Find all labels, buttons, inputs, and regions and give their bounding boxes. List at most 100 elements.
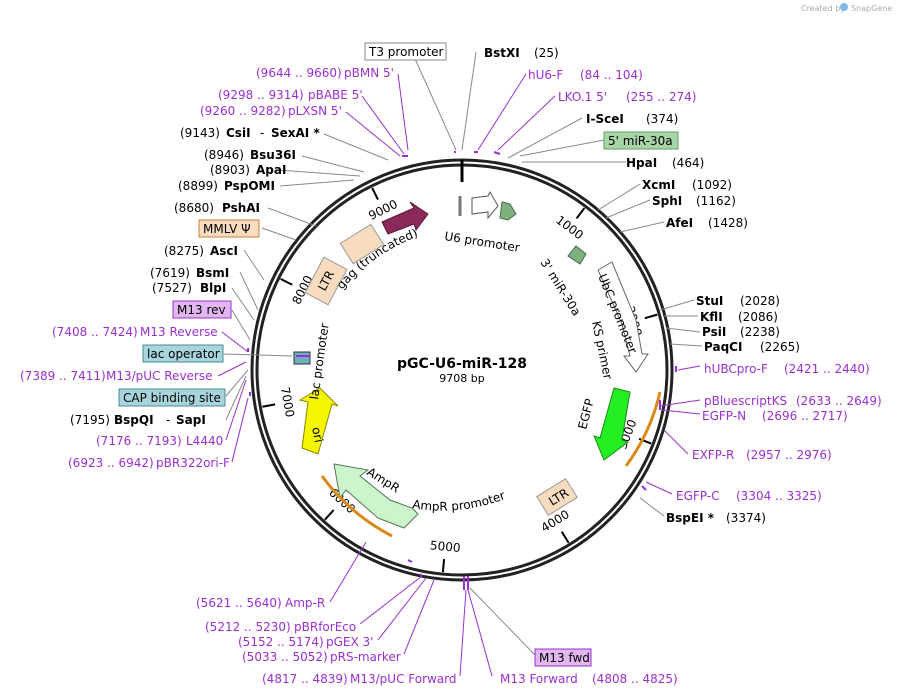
bsu36i-label[interactable]: Bsu36I [250,148,296,162]
pbabe5-pos: (9298 .. 9314) [218,88,304,102]
m13pucreverse-pos: (7389 .. 7411) [20,369,106,383]
ruler-tick-5000 [441,559,446,573]
ampr-orange-primer [320,475,393,538]
stui-label[interactable]: StuI [696,294,723,308]
egfpc-label[interactable]: EGFP-C [676,489,719,503]
gag-ltr-box [339,223,385,265]
sapi-label[interactable]: SapI [176,413,206,427]
pbr322orif-label[interactable]: pBR322ori-F [156,456,230,470]
hpai-label[interactable]: HpaI [626,156,657,170]
hu6f-label[interactable]: hU6-F [528,68,563,82]
psp0mi-pos: (8899) [178,179,218,193]
plxsn5-label[interactable]: pLXSN 5' [288,104,342,118]
hubcprof-label[interactable]: hUBCpro-F [704,362,768,376]
cap-site-label: CAP binding site [123,391,221,405]
ks-primer-label: KS primer [589,320,615,381]
ubc-promoter-arrow[interactable] [597,261,649,373]
lko15-pos: (255 .. 274) [626,90,696,104]
ltr-left-feature[interactable] [304,256,348,306]
m13rev-box[interactable] [172,300,232,319]
blpi-label[interactable]: BlpI [200,281,226,295]
pgex3-pos: (5152 .. 5174) [238,635,324,649]
sphi-label[interactable]: SphI [652,194,682,208]
cap-site-box[interactable] [118,388,226,407]
ruler-tick-4000 [560,531,570,544]
pbluescriptks-label[interactable]: pBluescriptKS [704,394,787,408]
csii-label[interactable]: CsiI [226,126,251,140]
ruler-tick-6000 [324,509,335,521]
mir30a-5-feature[interactable] [499,201,517,221]
lac-operator-block [293,351,311,365]
sphi-pos: (1162) [696,194,736,208]
paqci-label[interactable]: PaqCI [704,340,742,354]
pbluescriptks-pos: (2633 .. 2649) [796,394,882,408]
egfpn-pos: (2696 .. 2717) [762,409,848,423]
ampr-feature[interactable] [333,463,419,529]
psii-label[interactable]: PsiI [702,325,726,339]
ltr-right-feature[interactable] [536,477,578,517]
u6-promoter-arrow[interactable] [471,190,499,220]
m13pucreverse-label[interactable]: M13/pUC Reverse [106,369,213,383]
mir30a-3-feature[interactable] [567,245,587,265]
asci-label[interactable]: AscI [210,244,238,258]
ampr-primer-label[interactable]: Amp-R [285,596,325,610]
psp0mi-label[interactable]: PspOMI [224,179,275,193]
m13pucforward-pos: (4817 .. 4839) [262,672,348,686]
ruler-tick-7000 [262,403,276,408]
lko15-label[interactable]: LKO.1 5' [558,90,607,104]
snapgene-credit: Created by SnapGene [801,3,892,13]
m13forward-label[interactable]: M13 Forward [500,672,578,686]
leader-lines [217,51,703,677]
m13fwd-box[interactable] [534,648,592,667]
apai-label[interactable]: ApaI [256,163,286,177]
stui-pos: (2028) [740,294,780,308]
sexai-label[interactable]: SexAI * [271,126,320,140]
bspqi-label[interactable]: BspQI [114,413,154,427]
m13rev-label: M13 rev [177,303,226,317]
bspei-label[interactable]: BspEI * [666,511,715,525]
bstxi-label[interactable]: BstXI [484,46,520,60]
gag-feature[interactable] [381,201,429,235]
pbrforeco-label[interactable]: pBRforEco [294,620,356,634]
bspqi-pos: (7195) [70,413,110,427]
mir30a5-box[interactable] [603,131,679,150]
lac-operator-box[interactable] [142,344,224,363]
bspei-pos: (3374) [726,511,766,525]
credit-prefix: Created by [801,4,845,13]
hubcprof-pos: (2421 .. 2440) [784,362,870,376]
csii-dash: - [260,126,264,140]
kfli-label[interactable]: KflI [700,310,723,324]
t3-promoter-box[interactable] [364,42,447,61]
egfp-feature[interactable] [593,387,631,461]
mmlv-box[interactable] [198,219,260,238]
lac-promoter-label: lac promoter [307,322,332,400]
ori-feature[interactable] [298,387,339,455]
bsmi-label[interactable]: BsmI [196,266,229,280]
m13pucforward-label[interactable]: M13/pUC Forward [350,672,457,686]
csii-pos: (9143) [180,126,220,140]
prsmarker-label[interactable]: pRS-marker [330,650,401,664]
pbr322orif-pos: (6923 .. 6942) [68,456,154,470]
m13reverse-label[interactable]: M13 Reverse [140,325,218,339]
xcmi-label[interactable]: XcmI [642,178,675,192]
ruler-tick-8000 [280,278,293,286]
exfpr-label[interactable]: EXFP-R [692,448,734,462]
pbmn5-label[interactable]: pBMN 5' [344,66,394,80]
pshai-label[interactable]: PshAI [222,201,260,215]
egfpn-label[interactable]: EGFP-N [702,409,746,423]
mir30a-3-label: 3' miR-30a [537,256,583,318]
u6-promoter-label: U6 promoter [444,229,521,255]
hu6f-pos: (84 .. 104) [580,68,643,82]
afei-label[interactable]: AfeI [666,216,693,230]
pgex3-label[interactable]: pGEX 3' [326,635,373,649]
l4440-label[interactable]: L4440 [186,434,223,448]
plasmid-name: pGC-U6-miR-128 [397,356,527,372]
primer-marks [247,151,677,590]
pbabe5-label[interactable]: pBABE 5' [308,88,363,102]
hpai-pos: (464) [672,156,704,170]
l4440-pos: (7176 .. 7193) [96,434,182,448]
iscei-label[interactable]: I-SceI [586,112,624,126]
exfpr-pos: (2957 .. 2976) [746,448,832,462]
snapgene-logo-icon [840,3,848,11]
